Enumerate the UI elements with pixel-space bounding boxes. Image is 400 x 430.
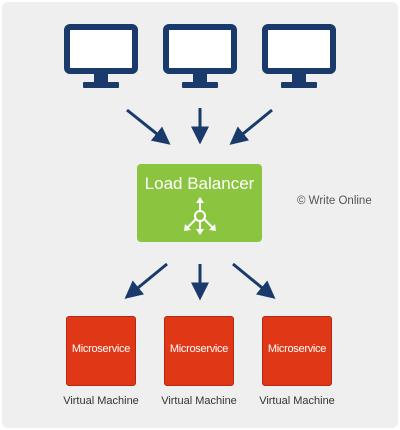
monitor-icon — [64, 24, 138, 88]
virtual-machine-caption: Virtual Machine — [259, 395, 335, 407]
microservice-box-2: Microservice — [164, 316, 234, 386]
microservice-label: Microservice — [169, 343, 229, 355]
arrow-client1-to-lb — [126, 108, 171, 145]
monitor-icon — [262, 24, 336, 88]
copyright-text: © Write Online — [297, 195, 372, 207]
monitor-icon — [163, 24, 237, 88]
client-monitor-3 — [262, 24, 336, 92]
virtual-machine-caption: Virtual Machine — [161, 395, 237, 407]
virtual-machine-caption: Virtual Machine — [63, 395, 139, 407]
microservice-label: Microservice — [71, 343, 131, 355]
arrow-lb-to-ms3 — [232, 262, 276, 299]
load-balancer-box: Load Balancer — [137, 164, 262, 242]
microservice-box-3: Microservice — [262, 316, 332, 386]
arrow-client3-to-lb — [229, 108, 273, 145]
microservice-label: Microservice — [267, 343, 327, 355]
client-monitor-2 — [163, 24, 237, 92]
arrow-lb-to-ms1 — [124, 262, 168, 299]
load-balancer-label: Load Balancer — [144, 174, 255, 193]
microservice-box-1: Microservice — [66, 316, 136, 386]
balancer-arrows-icon — [184, 197, 216, 235]
client-monitor-1 — [64, 24, 138, 92]
